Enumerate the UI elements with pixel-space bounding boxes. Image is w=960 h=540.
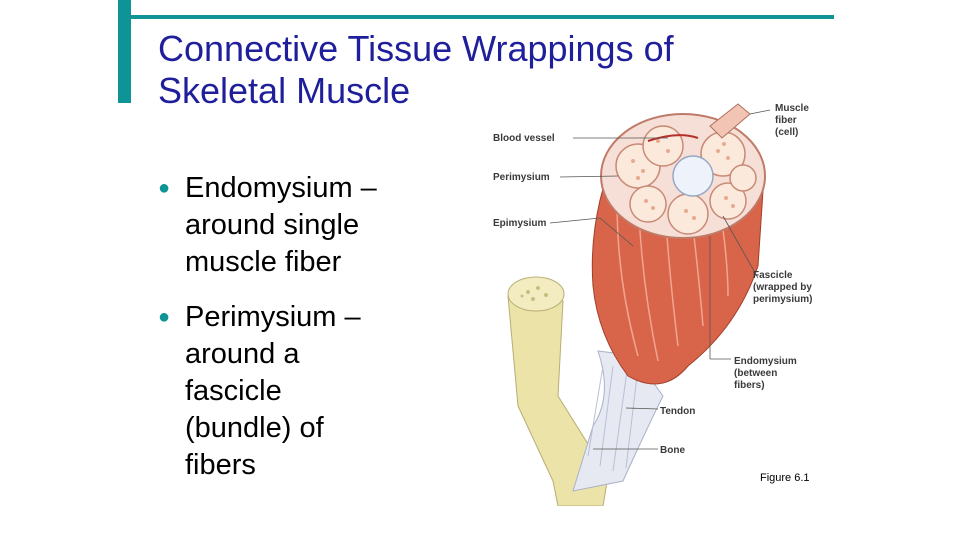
label-blood-vessel: Blood vessel xyxy=(493,133,555,144)
bullet-line: around a xyxy=(185,338,300,370)
figure-caption: Figure 6.1 xyxy=(760,472,810,484)
bullet-line: (bundle) of xyxy=(185,412,324,444)
leader-lines xyxy=(549,109,771,450)
label-line: perimysium) xyxy=(753,294,812,305)
label-tendon: Tendon xyxy=(660,406,695,417)
slide-title: Connective Tissue Wrappings of Skeletal … xyxy=(158,28,778,112)
bone-texture xyxy=(520,286,548,301)
title-line-1: Connective Tissue Wrappings of xyxy=(158,28,674,69)
label-bone: Bone xyxy=(660,445,685,456)
accent-bar xyxy=(118,0,131,103)
label-line: Fascicle xyxy=(753,270,793,281)
muscle-diagram: Muscle fiber (cell) Blood vessel Perimys… xyxy=(493,103,815,506)
bone-end xyxy=(507,276,565,312)
label-line: Endomysium xyxy=(734,356,797,367)
bullet-list: ● Endomysium – around single muscle fibe… xyxy=(158,170,458,502)
bullet-perimysium: ● Perimysium – around a fascicle (bundle… xyxy=(158,299,458,484)
label-line: Muscle xyxy=(775,103,809,114)
bullet-dot-icon: ● xyxy=(158,306,171,328)
bullet-line: muscle fiber xyxy=(185,246,342,278)
label-muscle-fiber: Muscle fiber (cell) xyxy=(775,103,812,138)
bullet-line: around single xyxy=(185,209,360,241)
accent-line xyxy=(131,15,834,19)
title-line-2: Skeletal Muscle xyxy=(158,70,411,111)
label-line: (wrapped by xyxy=(753,282,812,293)
label-epimysium: Epimysium xyxy=(493,218,546,229)
tendon-strands xyxy=(587,363,639,472)
blood-vessel xyxy=(647,134,699,142)
label-line: (cell) xyxy=(775,127,798,138)
label-line: fiber xyxy=(775,115,797,126)
bullet-line: Perimysium – xyxy=(185,301,361,333)
muscle-striations xyxy=(616,170,729,362)
label-line: (between xyxy=(734,368,777,379)
bullet-endomysium: ● Endomysium – around single muscle fibe… xyxy=(158,170,458,281)
label-endomysium: Endomysium (between fibers) xyxy=(734,356,800,391)
bullet-line: Endomysium – xyxy=(185,172,377,204)
label-fascicle: Fascicle (wrapped by perimysium) xyxy=(753,270,815,305)
bullet-line: fibers xyxy=(185,449,256,481)
bullet-line: fascicle xyxy=(185,375,282,407)
fiber-dots xyxy=(631,139,735,220)
central-fascicle xyxy=(672,155,714,197)
label-line: fibers) xyxy=(734,380,765,391)
bullet-dot-icon: ● xyxy=(158,177,171,199)
fascicle-bundles xyxy=(615,125,757,235)
label-perimysium: Perimysium xyxy=(493,172,550,183)
